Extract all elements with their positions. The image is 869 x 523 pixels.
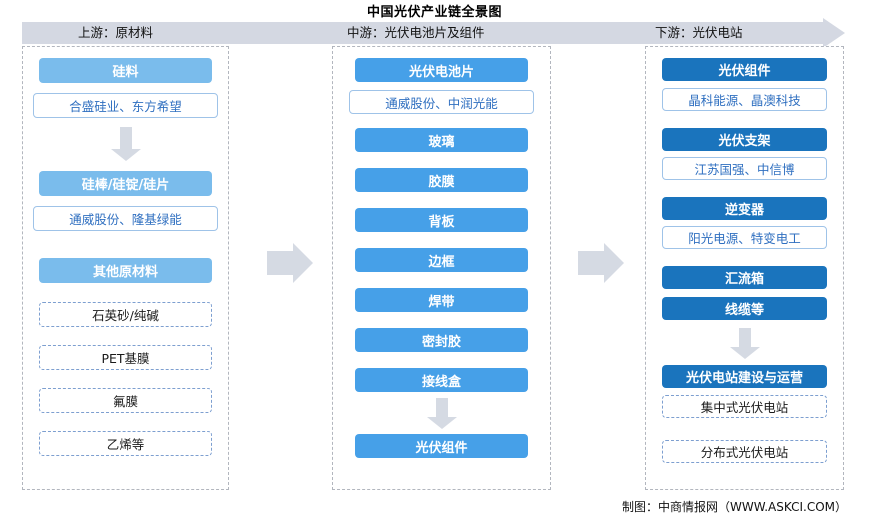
node-upstream-silicon-companies[interactable]: 合盛硅业、东方希望	[33, 93, 218, 118]
node-upstream-quartz-soda[interactable]: 石英砂/纯碱	[39, 302, 212, 327]
value-chain-band: 上游：原材料 中游：光伏电池片及组件 下游：光伏电站	[22, 18, 845, 48]
node-upstream-silicon-material[interactable]: 硅料	[39, 58, 212, 83]
node-downstream-centralized-plant[interactable]: 集中式光伏电站	[662, 395, 827, 418]
band-arrowhead-icon	[823, 18, 845, 48]
node-upstream-fluorine-film[interactable]: 氟膜	[39, 388, 212, 413]
arrow-upstream-to-midstream-icon	[267, 243, 313, 283]
node-downstream-combiner-box[interactable]: 汇流箱	[662, 266, 827, 289]
column-downstream: 光伏组件 晶科能源、晶澳科技 光伏支架 江苏国强、中信博 逆变器 阳光电源、特变…	[645, 46, 844, 490]
node-downstream-plant-construction-operation[interactable]: 光伏电站建设与运营	[662, 365, 827, 388]
stage-label-upstream: 上游：原材料	[78, 25, 154, 40]
page-title: 中国光伏产业链全景图	[366, 5, 502, 20]
node-upstream-other-materials[interactable]: 其他原材料	[39, 258, 212, 283]
node-downstream-bracket-companies[interactable]: 江苏国强、中信博	[662, 157, 827, 180]
node-downstream-distributed-plant[interactable]: 分布式光伏电站	[662, 440, 827, 463]
node-downstream-cables[interactable]: 线缆等	[662, 297, 827, 320]
down-arrow-icon-downstream	[729, 328, 760, 360]
node-upstream-pet-film[interactable]: PET基膜	[39, 345, 212, 370]
node-midstream-pv-module[interactable]: 光伏组件	[355, 434, 528, 458]
node-midstream-encapsulant-film[interactable]: 胶膜	[355, 168, 528, 192]
column-upstream: 硅料 合盛硅业、东方希望 硅棒/硅锭/硅片 通威股份、隆基绿能 其他原材料 石英…	[22, 46, 229, 490]
node-midstream-backsheet[interactable]: 背板	[355, 208, 528, 232]
node-midstream-sealant[interactable]: 密封胶	[355, 328, 528, 352]
node-upstream-ethylene[interactable]: 乙烯等	[39, 431, 212, 456]
node-downstream-inverter-companies[interactable]: 阳光电源、特变电工	[662, 226, 827, 249]
upstream-node-stack: 硅料 合盛硅业、东方希望 硅棒/硅锭/硅片 通威股份、隆基绿能 其他原材料 石英…	[23, 47, 228, 489]
down-arrow-icon-upstream	[110, 127, 141, 163]
node-upstream-wafer-companies[interactable]: 通威股份、隆基绿能	[33, 206, 218, 231]
node-midstream-glass[interactable]: 玻璃	[355, 128, 528, 152]
band-body	[22, 22, 823, 44]
node-upstream-silicon-wafer[interactable]: 硅棒/硅锭/硅片	[39, 171, 212, 196]
down-arrow-icon-midstream	[426, 398, 457, 430]
node-downstream-module-companies[interactable]: 晶科能源、晶澳科技	[662, 88, 827, 111]
source-credit: 制图：中商情报网（WWW.ASKCI.COM）	[622, 500, 847, 514]
node-downstream-pv-module[interactable]: 光伏组件	[662, 58, 827, 81]
node-midstream-cell-companies[interactable]: 通威股份、中润光能	[349, 90, 534, 114]
node-midstream-frame[interactable]: 边框	[355, 248, 528, 272]
stage-label-midstream: 中游：光伏电池片及组件	[347, 25, 485, 40]
node-midstream-solar-cell[interactable]: 光伏电池片	[355, 58, 528, 82]
downstream-node-stack: 光伏组件 晶科能源、晶澳科技 光伏支架 江苏国强、中信博 逆变器 阳光电源、特变…	[646, 47, 843, 489]
column-midstream: 光伏电池片 通威股份、中润光能 玻璃 胶膜 背板 边框 焊带 密封胶 接线盒 光…	[332, 46, 551, 490]
arrow-midstream-to-downstream-icon	[578, 243, 624, 283]
node-downstream-inverter[interactable]: 逆变器	[662, 197, 827, 220]
node-midstream-ribbon[interactable]: 焊带	[355, 288, 528, 312]
node-midstream-junction-box[interactable]: 接线盒	[355, 368, 528, 392]
midstream-node-stack: 光伏电池片 通威股份、中润光能 玻璃 胶膜 背板 边框 焊带 密封胶 接线盒 光…	[333, 47, 550, 489]
node-downstream-mounting-bracket[interactable]: 光伏支架	[662, 128, 827, 151]
stage-label-downstream: 下游：光伏电站	[655, 25, 743, 40]
